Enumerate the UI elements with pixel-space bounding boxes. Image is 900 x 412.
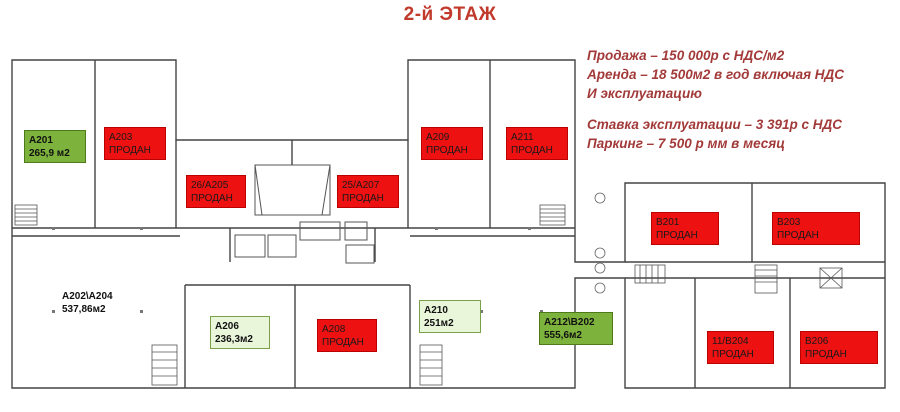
unit-status: ПРОДАН bbox=[191, 193, 233, 204]
unit-name: 25/A207 bbox=[342, 180, 380, 191]
unit-name: A208 bbox=[322, 324, 346, 335]
rent-note: И эксплуатацию bbox=[587, 86, 702, 101]
axis-markers bbox=[594, 192, 606, 294]
unit-name: A201 bbox=[29, 135, 53, 146]
unit-status: ПРОДАН bbox=[322, 337, 364, 348]
unit-status: ПРОДАН bbox=[342, 193, 384, 204]
unit-b201[interactable]: B201 ПРОДАН bbox=[651, 212, 719, 245]
unit-area: 251м2 bbox=[424, 318, 454, 329]
unit-a201[interactable]: A201 265,9 м2 bbox=[24, 130, 86, 163]
unit-area: 537,86м2 bbox=[62, 304, 106, 315]
rent-price: Аренда – 18 500м2 в год включая НДС bbox=[587, 67, 845, 82]
unit-name: B203 bbox=[777, 217, 801, 228]
sale-price: Продажа – 150 000р с НДС/м2 bbox=[587, 48, 785, 63]
unit-name: A212\B202 bbox=[544, 317, 595, 328]
floor-title: 2-й ЭТАЖ bbox=[403, 4, 497, 25]
unit-a212-b202[interactable]: A212\B202 555,6м2 bbox=[539, 312, 613, 345]
unit-name: A206 bbox=[215, 321, 239, 332]
unit-name: A203 bbox=[109, 132, 133, 143]
unit-area: 236,3м2 bbox=[215, 334, 253, 345]
unit-area: 555,6м2 bbox=[544, 330, 582, 341]
unit-a211[interactable]: A211 ПРОДАН bbox=[506, 127, 568, 160]
unit-status: ПРОДАН bbox=[109, 145, 151, 156]
maintenance-rate: Ставка эксплуатации – 3 391р с НДС bbox=[587, 117, 842, 132]
unit-name: A210 bbox=[424, 305, 448, 316]
unit-name: 26/A205 bbox=[191, 180, 229, 191]
unit-status: ПРОДАН bbox=[511, 145, 553, 156]
unit-a202-a204[interactable]: A202\A204 537,86м2 bbox=[58, 287, 138, 320]
unit-name: B206 bbox=[805, 336, 829, 347]
unit-a205[interactable]: 26/A205 ПРОДАН bbox=[186, 175, 246, 208]
unit-status: ПРОДАН bbox=[656, 230, 698, 241]
unit-name: A211 bbox=[511, 132, 534, 143]
pricing-info: Продажа – 150 000р с НДС/м2 Аренда – 18 … bbox=[587, 46, 844, 153]
unit-status: ПРОДАН bbox=[712, 349, 754, 360]
unit-a203[interactable]: A203 ПРОДАН bbox=[104, 127, 166, 160]
unit-a206[interactable]: A206 236,3м2 bbox=[210, 316, 270, 349]
unit-b203[interactable]: B203 ПРОДАН bbox=[772, 212, 860, 245]
unit-a209[interactable]: A209 ПРОДАН bbox=[421, 127, 483, 160]
unit-a210[interactable]: A210 251м2 bbox=[419, 300, 481, 333]
unit-status: ПРОДАН bbox=[426, 145, 468, 156]
unit-status: ПРОДАН bbox=[805, 349, 847, 360]
core-area bbox=[234, 164, 375, 264]
unit-name: B201 bbox=[656, 217, 680, 228]
unit-name: 11/B204 bbox=[712, 336, 749, 347]
unit-area: 265,9 м2 bbox=[29, 148, 70, 159]
unit-a207[interactable]: 25/A207 ПРОДАН bbox=[337, 175, 399, 208]
unit-b204[interactable]: 11/B204 ПРОДАН bbox=[707, 331, 774, 364]
stairs bbox=[14, 204, 843, 386]
unit-b206[interactable]: B206 ПРОДАН bbox=[800, 331, 878, 364]
unit-name: A202\A204 bbox=[62, 291, 113, 302]
unit-name: A209 bbox=[426, 132, 450, 143]
unit-a208[interactable]: A208 ПРОДАН bbox=[317, 319, 377, 352]
unit-status: ПРОДАН bbox=[777, 230, 819, 241]
parking-price: Паркинг – 7 500 р мм в месяц bbox=[587, 136, 785, 151]
